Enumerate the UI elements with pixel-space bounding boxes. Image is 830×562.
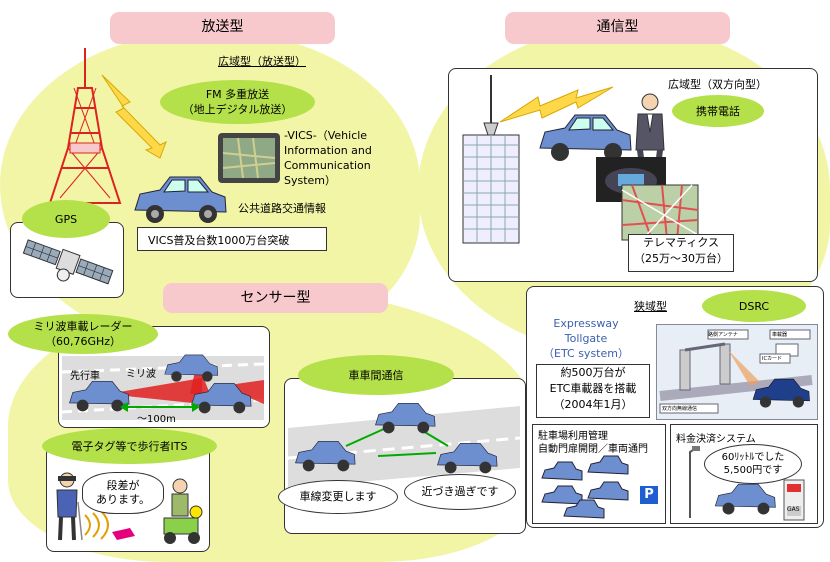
etc-count-line3: （2004年1月）: [537, 397, 649, 413]
parking-cars-icon: [540, 458, 640, 518]
telematics-line2: （25万〜30万台）: [629, 251, 733, 267]
fm-line1: FM 多重放送: [206, 87, 269, 102]
vics-units-label: VICS普及台数1000万台突破: [148, 232, 289, 248]
broadcast-wide-area-label: 広域型（放送型）: [218, 53, 306, 69]
vics-line2: Information and: [284, 143, 372, 158]
dsrc-label: DSRC: [739, 299, 769, 314]
parking-sign-label: P: [644, 487, 654, 502]
fuel-line2: 5,500円です: [722, 464, 785, 477]
fm-line2: （地上デジタル放送）: [183, 102, 293, 117]
etc-count-box: 約500万台が ETC車載器を搭載 （2004年1月）: [536, 364, 650, 418]
payment-title: 料金決済システム: [676, 430, 756, 445]
telematics-map-icon: [622, 185, 698, 240]
car-icon: [750, 374, 812, 412]
car-icon: [292, 438, 358, 474]
etc-line1: Expressway: [536, 316, 636, 331]
telematics-box: テレマティクス （25万〜30万台）: [628, 234, 734, 272]
vics-line1: -VICS-（Vehicle: [284, 128, 372, 143]
scooter-icon: [158, 478, 204, 546]
mm-wave-label: ミリ波: [126, 365, 156, 380]
narrow-area-label: 狭域型: [634, 298, 667, 314]
v2v-oval: 車車間通信: [298, 355, 454, 395]
communication-header: 通信型: [505, 12, 730, 44]
car-icon: [712, 480, 778, 518]
wave-signal-icon: [80, 510, 140, 540]
pedestrian-its-oval: 電子タグ等で歩行者ITS: [42, 428, 217, 464]
vics-line3: Communication: [284, 158, 372, 173]
parking-line1: 駐車場利用管理: [538, 430, 648, 443]
car-icon: [434, 440, 500, 476]
radar-line1: ミリ波車載レーダー: [34, 319, 133, 334]
too-close-bubble: 近づき過ぎです: [404, 474, 516, 510]
radar-line2: （60,76GHz）: [45, 334, 121, 349]
vics-description: -VICS-（Vehicle Information and Communica…: [284, 128, 372, 188]
step-warning-bubble: 段差が あります。: [82, 472, 164, 514]
ic-card-label: ICカード: [762, 355, 782, 362]
communication-wide-area-label: 広域型（双方向型）: [668, 76, 767, 92]
etc-count-line1: 約500万台が: [537, 365, 649, 381]
v2v-label: 車車間通信: [349, 368, 404, 383]
satellite-icon: [22, 240, 114, 290]
pedestrian-its-label: 電子タグ等で歩行者ITS: [72, 439, 188, 454]
etc-line2: Tollgate: [536, 331, 636, 346]
parking-line2: 自動門扉開閉／車両通門: [538, 443, 648, 456]
vics-units-box: VICS普及台数1000万台突破: [137, 227, 327, 251]
pedestrian-icon: [52, 472, 82, 542]
unit-label: 車載器: [772, 331, 787, 338]
gps-oval: GPS: [22, 200, 110, 238]
vics-line4: System）: [284, 173, 372, 188]
street-lamp-icon: [680, 444, 700, 518]
antenna-label: 路側アンテナ: [708, 331, 738, 338]
step-warning-line1: 段差が: [96, 479, 150, 493]
mobile-phone-oval: 携帯電話: [672, 95, 764, 127]
parking-title: 駐車場利用管理 自動門扉開閉／車両通門: [538, 430, 648, 456]
lane-change-bubble: 車線変更します: [278, 480, 398, 514]
traffic-info-label: 公共道路交通情報: [238, 200, 326, 216]
etc-description: Expressway Tollgate （ETC system）: [536, 316, 636, 361]
parking-sign: P: [640, 486, 658, 504]
gas-label: GAS: [787, 506, 800, 513]
lane-change-label: 車線変更します: [300, 490, 377, 504]
mobile-phone-label: 携帯電話: [696, 104, 740, 119]
fuel-bubble: 60ﾘｯﾄﾙでした 5,500円です: [704, 444, 802, 484]
broadcast-header: 放送型: [110, 12, 335, 44]
gps-label: GPS: [55, 212, 77, 227]
gas-pump-icon: [782, 480, 810, 520]
dsrc-oval: DSRC: [702, 290, 806, 322]
fm-broadcast-oval: FM 多重放送 （地上デジタル放送）: [160, 80, 315, 124]
etc-line3: （ETC system）: [536, 346, 636, 361]
broadcast-signal-icon: [100, 70, 170, 160]
radar-oval: ミリ波車載レーダー （60,76GHz）: [8, 314, 158, 354]
too-close-label: 近づき過ぎです: [422, 485, 499, 499]
step-warning-line2: あります。: [96, 493, 150, 507]
sensor-header: センサー型: [163, 283, 388, 313]
car-icon: [130, 172, 230, 227]
etc-count-line2: ETC車載器を搭載: [537, 381, 649, 397]
distance-label: 〜100m: [137, 410, 176, 425]
car-icon: [372, 400, 438, 436]
lead-car-label: 先行車: [70, 367, 100, 382]
system-label: 双方向無線通信: [662, 405, 697, 412]
telematics-line1: テレマティクス: [629, 235, 733, 251]
fuel-line1: 60ﾘｯﾄﾙでした: [722, 451, 785, 464]
